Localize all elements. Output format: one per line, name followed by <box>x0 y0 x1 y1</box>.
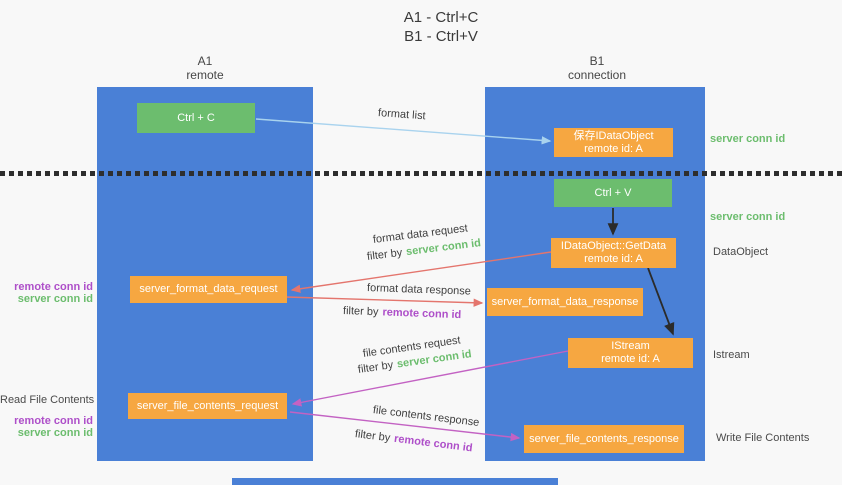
node-ctrl-c-label: Ctrl + C <box>177 111 215 124</box>
node-istream-line2: remote id: A <box>601 353 660 365</box>
node-file-request-label: server_file_contents_request <box>136 399 279 412</box>
node-file-response-label: server_file_contents_response <box>529 432 679 445</box>
node-server-file-contents-request: server_file_contents_request <box>128 393 287 419</box>
lane-header-a1: A1 remote <box>153 54 257 82</box>
node-save-idataobject: 保存IDataObject remote id: A <box>554 128 673 157</box>
lane-a1-role: remote <box>186 68 224 82</box>
node-istream: IStream remote id: A <box>568 338 693 368</box>
node-ctrl-v: Ctrl + V <box>554 179 672 207</box>
title-line-ctrl-c: A1 - Ctrl+C <box>403 9 479 26</box>
node-save-idataobject-line1: 保存IDataObject <box>573 129 654 142</box>
remote-conn-id-text: remote conn id <box>393 432 474 455</box>
node-idataobject-getdata: IDataObject::GetData remote id: A <box>551 238 676 268</box>
remote-conn-id-text: remote conn id <box>382 306 462 322</box>
node-save-idataobject-line2: remote id: A <box>584 142 643 155</box>
node-getdata-line1: IDataObject::GetData <box>560 240 667 252</box>
filter-by-text: filter by <box>342 305 379 319</box>
dataobject-label: DataObject <box>713 246 769 258</box>
filter-by-text: filter by <box>366 246 403 263</box>
file-contents-response-edge-label: file contents response <box>372 404 480 429</box>
node-istream-line1: IStream <box>611 340 650 352</box>
remote-conn-id-label-2: remote conn id <box>14 415 93 427</box>
node-server-file-contents-response: server_file_contents_response <box>524 425 684 453</box>
server-conn-id-label-mid: server conn id <box>710 211 786 223</box>
lane-a1-name: A1 <box>197 54 213 68</box>
filter-by-text: filter by <box>357 359 394 376</box>
node-server-format-data-request: server_format_data_request <box>130 276 287 303</box>
node-ctrl-c: Ctrl + C <box>137 103 255 133</box>
node-format-response-label: server_format_data_response <box>491 295 639 308</box>
lane-b1-role: connection <box>567 68 627 82</box>
node-server-format-data-response: server_format_data_response <box>487 288 643 316</box>
node-format-request-label: server_format_data_request <box>139 283 278 295</box>
bottom-window-strip <box>232 478 558 485</box>
remote-conn-id-label-1: remote conn id <box>14 281 93 293</box>
node-getdata-line2: remote id: A <box>584 253 643 265</box>
title-line-ctrl-v: B1 - Ctrl+V <box>404 28 478 45</box>
diagram-title: A1 - Ctrl+C B1 - Ctrl+V <box>341 8 541 46</box>
read-file-contents-label: Read File Contents <box>0 394 95 406</box>
istream-label: Istream <box>713 349 750 361</box>
server-conn-id-label-top: server conn id <box>710 133 786 145</box>
phase-separator-dashed-line <box>0 171 842 176</box>
format-list-edge-label: format list <box>377 107 426 123</box>
lane-header-b1: B1 connection <box>545 54 649 82</box>
write-file-contents-label: Write File Contents <box>716 432 810 444</box>
server-conn-id-label-1: server conn id <box>17 293 93 305</box>
format-data-response-arrow <box>285 296 484 307</box>
node-ctrl-v-label: Ctrl + V <box>594 186 632 199</box>
lane-b1-name: B1 <box>589 54 605 68</box>
filter-by-text: filter by <box>354 428 391 445</box>
format-data-response-edge-label: format data response <box>366 282 472 298</box>
server-conn-id-label-2: server conn id <box>17 427 93 439</box>
